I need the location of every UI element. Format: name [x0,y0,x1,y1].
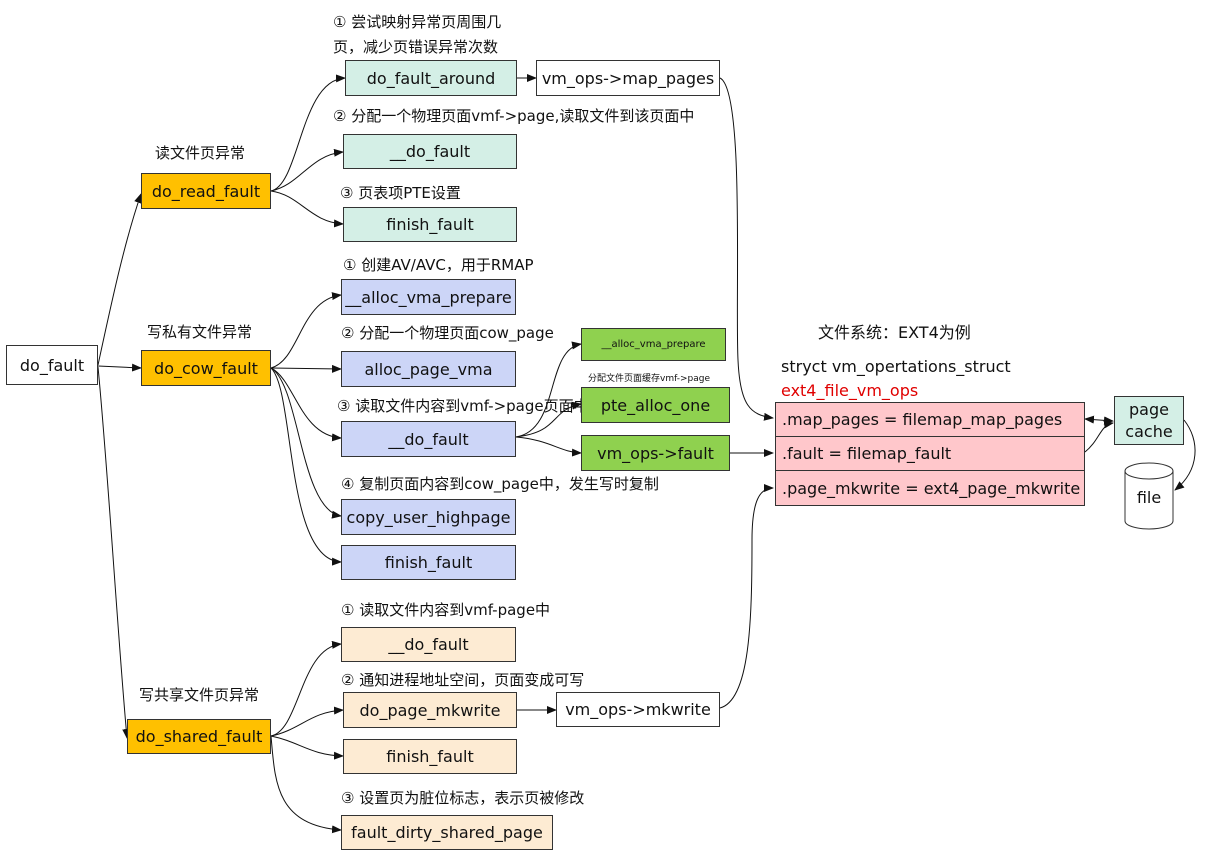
read-note-1a: ① 尝试映射异常页周围几 [333,13,502,31]
ops-row-fault: .fault = filemap_fault [776,437,1084,471]
fs-title: 文件系统：EXT4为例 [818,323,971,342]
read-do-fault-node: __do_fault [343,134,517,169]
page-cache-alloc-note: 分配文件页面缓存vmf->page [588,374,711,384]
alloc-page-vma-node: alloc_page_vma [341,351,516,387]
read-finish-fault-node: finish_fault [343,207,517,242]
cow-note-2: ② 分配一个物理页面cow_page [341,324,554,342]
shared-note-1: ① 读取文件内容到vmf-page中 [341,601,551,619]
do-page-mkwrite-node: do_page_mkwrite [343,692,517,728]
read-note-2: ② 分配一个物理页面vmf->page,读取文件到该页面中 [333,107,695,125]
cow-note-1: ① 创建AV/AVC，用于RMAP [343,256,534,274]
cow-note-3: ③ 读取文件内容到vmf->page页面中 [337,397,589,415]
shared-note-2: ② 通知进程地址空间，页面变成可写 [341,671,585,689]
cow-finish-fault-node: finish_fault [341,545,516,580]
shared-finish-fault-node: finish_fault [343,739,517,774]
fault-dirty-shared-page-node: fault_dirty_shared_page [341,815,553,850]
do-read-fault-node: do_read_fault [141,173,271,209]
ext4-file-vm-ops-label: ext4_file_vm_ops [781,381,919,400]
file-label: file [1136,488,1162,507]
vm-operations-struct-label: stryct vm_opertations_struct [781,357,1011,376]
shared-fault-title: 写共享文件页异常 [139,686,260,704]
page-cache-line-2: cache [1125,421,1173,441]
vm-ops-mkwrite-node: vm_ops->mkwrite [556,692,720,727]
read-fault-title: 读文件页异常 [155,144,246,162]
ext4-ops-table: .map_pages = filemap_map_pages .fault = … [775,402,1085,506]
do-cow-fault-node: do_cow_fault [141,350,271,386]
cow-note-4: ④ 复制页面内容到cow_page中，发生写时复制 [341,475,659,493]
shared-do-fault-node: __do_fault [341,627,516,662]
do-fault-node: do_fault [6,345,98,385]
sub-alloc-vma-prepare-node: __alloc_vma_prepare [581,328,726,361]
cow-fault-title: 写私有文件异常 [147,323,253,341]
page-cache-node: page cache [1114,396,1184,445]
read-note-1b: 页，减少页错误异常次数 [333,38,499,56]
do-shared-fault-node: do_shared_fault [127,719,271,754]
read-note-3: ③ 页表项PTE设置 [340,184,461,202]
cow-do-fault-node: __do_fault [341,421,516,457]
pte-alloc-one-node: pte_alloc_one [581,387,730,423]
do-fault-around-node: do_fault_around [345,60,517,96]
file-storage-icon: file [1124,462,1174,530]
shared-note-3: ③ 设置页为脏位标志，表示页被修改 [341,789,585,807]
ops-row-map-pages: .map_pages = filemap_map_pages [776,403,1084,437]
vm-ops-fault-node: vm_ops->fault [581,435,730,471]
ops-row-page-mkwrite: .page_mkwrite = ext4_page_mkwrite [782,478,1081,498]
page-cache-line-1: page [1129,399,1169,419]
cow-alloc-vma-prepare-node: __alloc_vma_prepare [341,279,516,315]
vm-ops-map-pages-node: vm_ops->map_pages [536,60,720,96]
copy-user-highpage-node: copy_user_highpage [341,499,516,535]
